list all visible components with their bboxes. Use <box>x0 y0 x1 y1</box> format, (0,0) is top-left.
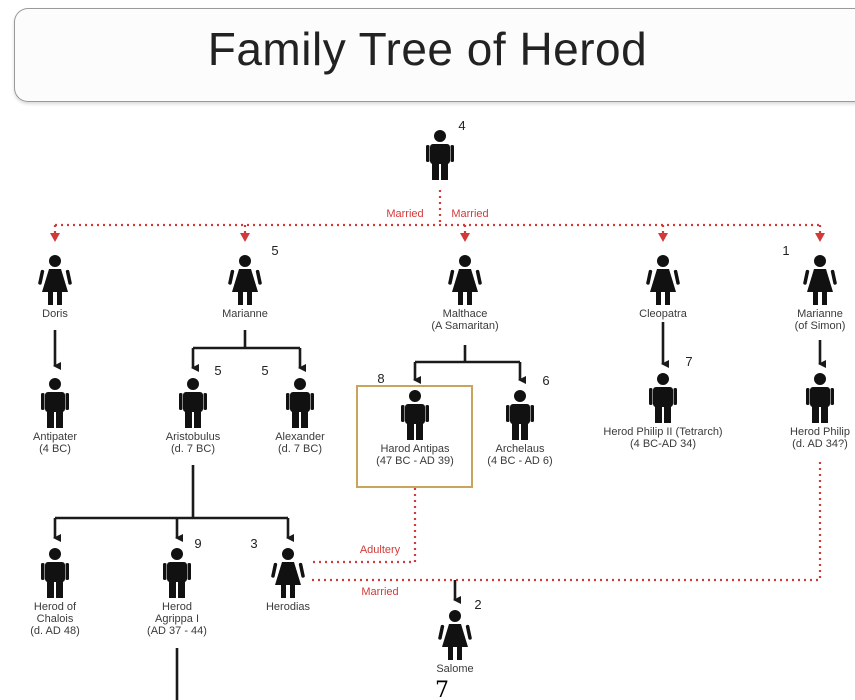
female-person-icon <box>646 255 680 305</box>
person-number: 5 <box>271 243 278 258</box>
male-person-icon <box>163 548 191 598</box>
person-number: 3 <box>250 536 257 551</box>
person-cleopatra: Cleopatra <box>639 255 688 320</box>
person-label: (d. AD 34?) <box>792 438 848 450</box>
person-number: 5 <box>214 363 221 378</box>
person-label: (4 BC - AD 6) <box>487 455 552 467</box>
female-person-icon <box>38 255 72 305</box>
person-label: Cleopatra <box>639 308 688 320</box>
page-number: 7 <box>435 678 449 700</box>
person-label: Herod Philip <box>790 426 850 438</box>
female-person-icon <box>271 548 305 598</box>
person-label: (4 BC-AD 34) <box>630 438 696 450</box>
descent-lines <box>53 322 826 700</box>
person-number: 2 <box>474 597 481 612</box>
person-label: Herod <box>162 601 192 613</box>
person-label: (4 BC) <box>39 443 71 455</box>
male-person-icon <box>41 548 69 598</box>
female-person-icon <box>448 255 482 305</box>
person-label: Marianne <box>797 308 843 320</box>
male-person-icon <box>426 130 454 180</box>
married-label-right: Married <box>451 208 488 220</box>
male-person-icon <box>401 390 429 440</box>
title-banner <box>14 8 855 102</box>
person-philip: Herod Philip(d. AD 34?) <box>790 373 850 450</box>
marriage-connector <box>50 190 825 242</box>
person-aristobulus: Aristobulus(d. 7 BC) 5 <box>166 363 222 455</box>
person-herodias: Herodias 3 <box>250 536 310 613</box>
page-title: Family Tree of Herod <box>207 23 648 75</box>
male-person-icon <box>179 378 207 428</box>
male-person-icon <box>806 373 834 423</box>
person-label: Aristobulus <box>166 431 221 443</box>
person-label: Doris <box>42 308 68 320</box>
person-label: (A Samaritan) <box>431 320 498 332</box>
highlight-box <box>356 385 473 488</box>
person-label: (d. 7 BC) <box>171 443 215 455</box>
married-label-bottom: Married <box>361 586 398 598</box>
male-person-icon <box>41 378 69 428</box>
person-alexander: Alexander(d. 7 BC) 5 <box>261 363 325 455</box>
male-person-icon <box>649 373 677 423</box>
person-number: 1 <box>782 243 789 258</box>
person-label: Salome <box>436 663 473 675</box>
person-label: Agrippa I <box>155 613 199 625</box>
person-herod: 4 <box>426 118 466 180</box>
person-label: Harod Antipas <box>380 443 450 455</box>
person-label: (AD 37 - 44) <box>147 625 207 637</box>
person-label: Malthace <box>443 308 488 320</box>
person-label: (d. AD 48) <box>30 625 80 637</box>
person-label: Chalois <box>37 613 74 625</box>
person-antipas: Harod Antipas(47 BC - AD 39) 8 <box>376 371 454 467</box>
person-label: (of Simon) <box>795 320 846 332</box>
person-mariamne1: Marianne 5 <box>222 243 279 320</box>
person-label: Antipater <box>33 431 77 443</box>
male-person-icon <box>286 378 314 428</box>
person-number: 8 <box>377 371 384 386</box>
female-person-icon <box>438 610 472 660</box>
relation-dotted-lines <box>310 462 822 582</box>
person-archelaus: Archelaus(4 BC - AD 6) 6 <box>487 373 552 467</box>
person-label: Herod Philip II (Tetrarch) <box>603 426 722 438</box>
person-label: Archelaus <box>496 443 545 455</box>
person-label: Alexander <box>275 431 325 443</box>
person-label: Herod of <box>34 601 77 613</box>
person-philip2: Herod Philip II (Tetrarch)(4 BC-AD 34) 7 <box>603 354 722 450</box>
female-person-icon <box>803 255 837 305</box>
person-label: (47 BC - AD 39) <box>376 455 454 467</box>
person-label: Marianne <box>222 308 268 320</box>
person-number: 4 <box>458 118 465 133</box>
person-antipater: Antipater(4 BC) <box>33 378 77 455</box>
person-number: 9 <box>194 536 201 551</box>
adultery-label: Adultery <box>360 544 401 556</box>
person-mariamne2: Marianne(of Simon) 1 <box>782 243 845 332</box>
person-number: 5 <box>261 363 268 378</box>
married-label-left: Married <box>386 208 423 220</box>
person-doris: Doris <box>38 255 72 320</box>
person-number: 6 <box>542 373 549 388</box>
male-person-icon <box>506 390 534 440</box>
person-label: Herodias <box>266 601 311 613</box>
person-label: (d. 7 BC) <box>278 443 322 455</box>
person-salome: Salome 2 <box>436 597 481 675</box>
female-person-icon <box>228 255 262 305</box>
person-malthace: Malthace(A Samaritan) <box>431 255 499 332</box>
person-number: 7 <box>685 354 692 369</box>
